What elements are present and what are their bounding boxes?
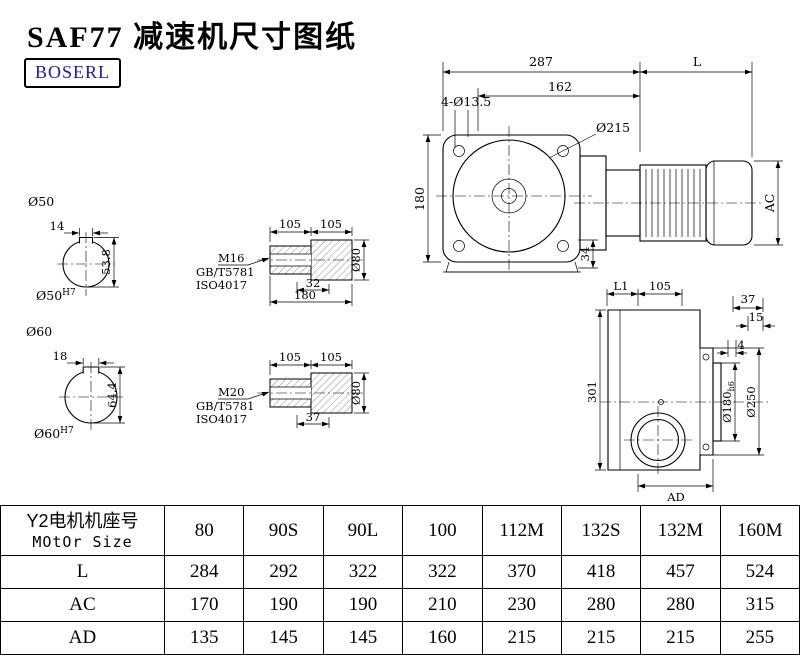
dim-105-right-label: 105 [320,217,342,231]
dim-34-label: 34 [578,247,592,262]
dim-L1-label: L1 [614,279,629,293]
dim-value-cell: 292 [243,555,324,589]
dia-80-label: Ø80 [349,381,363,405]
bolt-holes-label: 4-Ø13.5 [441,94,491,109]
motor-body [579,155,753,251]
dim-value-cell: 190 [243,588,324,622]
table-header-row: Y2电机机座号 MOtOr Size 80 90S 90L 100 112M 1… [0,505,800,556]
dim-180-label: 180 [412,187,427,211]
motor-size-header-cell: Y2电机机座号 MOtOr Size [0,505,165,556]
row-label-L: L [0,555,165,589]
gearbox-side-body [600,309,768,477]
size-col-header: 160M [719,505,800,556]
dim-105-label: 105 [649,279,671,293]
size-col-header: 80 [163,505,245,556]
front-view: 287 L 162 4-Ø13.5 Ø215 180 34 AC [412,54,783,273]
dim-180-shaft-label: 180 [294,288,316,302]
dim-L-label: L [693,54,701,69]
spigot-dia-label: Ø180h6 [720,381,736,423]
dim-105-right-label: 105 [320,350,342,364]
dim-value-cell: 215 [640,621,721,655]
dim-4-label: 4 [737,338,744,352]
dim-32-label: 32 [306,276,321,290]
bore-dia-50-label: Ø50H7 [36,288,76,303]
dim-287-label: 287 [529,54,553,69]
size-col-header: 132M [640,505,721,556]
std-iso-label: ISO4017 [196,412,247,426]
dim-value-cell: 370 [481,555,562,589]
dim-AD-label: AD [666,490,685,504]
dim-53-8-label: 53.8 [99,249,113,275]
shaft-detail-m20: 105 105 M20 GB/T5781 ISO4017 37 Ø80 [196,350,369,428]
size-col-header: 112M [481,505,562,556]
motor-size-header-cn: Y2电机机座号 [26,511,139,532]
motor-size-header-en: MOtOr Size [32,532,133,551]
dim-value-cell: 315 [719,588,800,622]
table-row-L: L 284 292 322 322 370 418 457 524 [0,555,800,589]
flange-dia-label: Ø215 [596,120,630,135]
dim-value-cell: 135 [163,621,245,655]
dim-value-cell: 280 [640,588,721,622]
std-gb-label: GB/T5781 [196,265,254,279]
dim-value-cell: 457 [640,555,721,589]
shaft-section-60: Ø60 18 64.4 Ø60H7 [26,324,125,441]
dia-60-label: Ø60 [26,324,52,339]
brand-logo: BOSERL [24,58,122,88]
dim-value-cell: 210 [402,588,483,622]
dim-value-cell: 170 [163,588,245,622]
std-gb-label: GB/T5781 [196,399,254,413]
brand-logo-text: BOSERL [35,62,111,82]
dim-value-cell: 284 [163,555,245,589]
shaft-detail-m16: 105 105 M16 GB/T5781 ISO4017 32 180 Ø80 [196,217,369,306]
dia-80-label: Ø80 [349,248,363,272]
size-col-header: 132S [560,505,642,556]
dim-64-4-label: 64.4 [105,382,119,408]
dim-value-cell: 215 [560,621,642,655]
dim-value-cell: 145 [322,621,404,655]
dim-value-cell: 322 [402,555,483,589]
dim-AC-label: AC [762,194,777,214]
dim-15-label: 15 [749,310,764,324]
flange-dia-250-label: Ø250 [744,386,758,417]
size-col-header: 100 [402,505,483,556]
row-label-AD: AD [0,621,165,655]
dia-50-label: Ø50 [28,194,54,209]
dim-37-label: 37 [306,410,321,424]
dim-value-cell: 145 [243,621,324,655]
size-col-header: 90S [243,505,324,556]
table-row-AD: AD 135 145 145 160 215 215 215 255 [0,621,800,655]
dim-105-left-label: 105 [279,350,301,364]
thread-m16-label: M16 [218,251,244,265]
row-label-AC: AC [0,588,165,622]
bore-dia-60-label: Ø60H7 [34,426,74,441]
page-title: SAF77 减速机尺寸图纸 [27,21,358,54]
table-row-AC: AC 170 190 190 210 230 280 280 315 [0,588,800,622]
dim-105-left-label: 105 [279,217,301,231]
technical-drawing-canvas: 287 L 162 4-Ø13.5 Ø215 180 34 AC Ø50 14 [26,54,783,504]
thread-m20-label: M20 [218,385,244,399]
dim-value-cell: 215 [481,621,562,655]
dim-value-cell: 524 [719,555,800,589]
key-width-18-label: 18 [53,349,68,363]
dim-301-label: 301 [585,381,599,403]
side-view: L1 105 37 15 4 [585,279,775,504]
dim-value-cell: 230 [481,588,562,622]
dim-value-cell: 190 [322,588,404,622]
dim-value-cell: 322 [322,555,404,589]
std-iso-label: ISO4017 [196,278,247,292]
dim-value-cell: 255 [719,621,800,655]
dim-37-label: 37 [741,292,756,306]
shaft-section-50: Ø50 14 53.8 Ø50H7 [28,194,119,303]
gearbox-housing [442,134,581,273]
size-col-header: 90L [322,505,404,556]
key-width-14-label: 14 [50,219,65,233]
dim-value-cell: 280 [560,588,642,622]
dim-value-cell: 418 [560,555,642,589]
dim-162-label: 162 [548,79,572,94]
dim-value-cell: 160 [402,621,483,655]
motor-dimension-table: Y2电机机座号 MOtOr Size 80 90S 90L 100 112M 1… [0,505,800,655]
